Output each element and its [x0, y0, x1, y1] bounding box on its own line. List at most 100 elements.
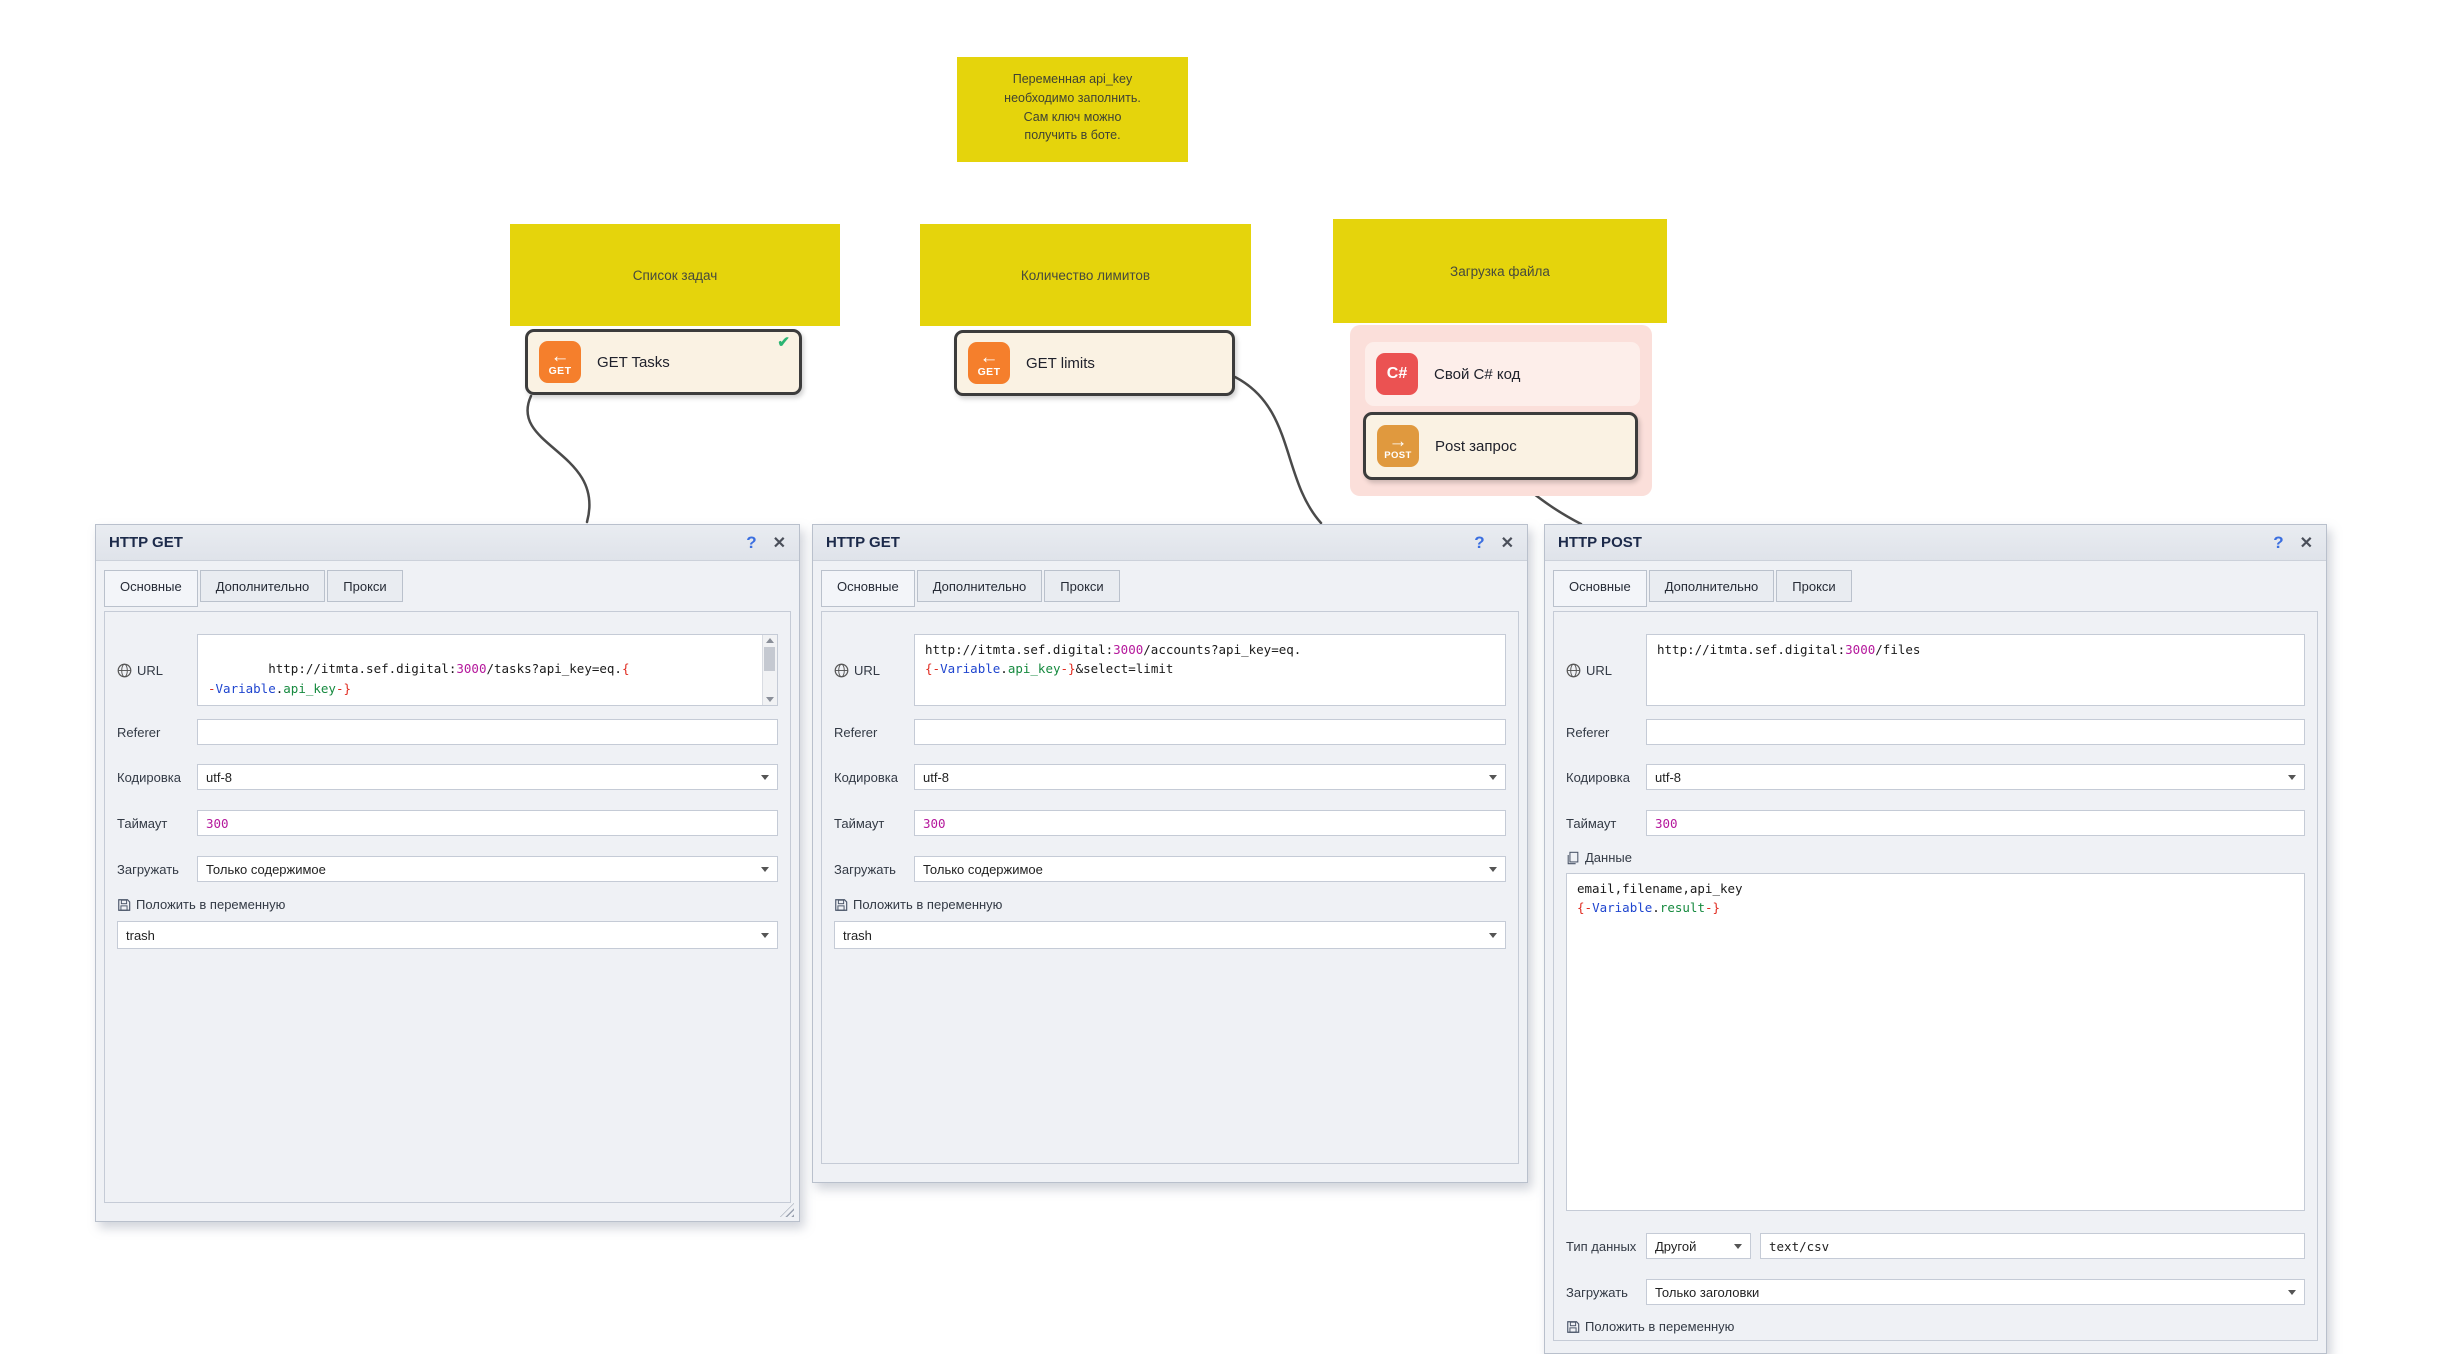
- chevron-down-icon: [761, 932, 769, 938]
- group-header-file-upload[interactable]: Загрузка файла: [1333, 219, 1667, 323]
- url-label: URL: [834, 663, 914, 678]
- chevron-down-icon: [1734, 1243, 1742, 1249]
- save-icon: [118, 898, 131, 911]
- post-data-label: Данные: [1566, 850, 2305, 865]
- tab-strip: Основные Дополнительно Прокси: [96, 561, 799, 611]
- block-label: GET Tasks: [597, 353, 670, 371]
- put-variable-label: Положить в переменную: [117, 897, 778, 912]
- help-button[interactable]: ?: [1474, 532, 1485, 552]
- timeout-label: Таймаут: [1566, 815, 1617, 831]
- timeout-label: Таймаут: [834, 815, 885, 831]
- load-mode-label: Загружать: [834, 861, 896, 877]
- wire-get-tasks-to-panel1: [526, 394, 591, 524]
- load-mode-label: Загружать: [1566, 1284, 1628, 1300]
- tab-content: URL http://itmta.sef.digital:3000/tasks?…: [104, 611, 791, 1203]
- globe-icon: [1566, 663, 1581, 677]
- dialog-titlebar[interactable]: HTTP GET ? ✕: [813, 525, 1527, 561]
- action-block-post-request[interactable]: → POST Post запрос: [1363, 412, 1638, 480]
- tab-main[interactable]: Основные: [104, 570, 198, 607]
- encoding-select[interactable]: utf-8: [1646, 764, 2305, 790]
- url-label: URL: [117, 663, 197, 678]
- tab-advanced[interactable]: Дополнительно: [199, 570, 326, 602]
- dialog-title: HTTP POST: [1558, 534, 1642, 551]
- encoding-label: Кодировка: [117, 769, 181, 785]
- group-header-task-list[interactable]: Список задач: [510, 224, 840, 326]
- close-button[interactable]: ✕: [2299, 534, 2313, 552]
- referer-input[interactable]: [914, 719, 1506, 745]
- help-button[interactable]: ?: [2273, 532, 2284, 552]
- encoding-select[interactable]: utf-8: [197, 764, 778, 790]
- close-button[interactable]: ✕: [772, 534, 786, 552]
- dialog-http-get-2: HTTP GET ? ✕ Основные Дополнительно Прок…: [812, 524, 1528, 1183]
- timeout-input[interactable]: 300: [1646, 810, 2305, 836]
- tab-proxy[interactable]: Прокси: [1044, 570, 1120, 602]
- timeout-input[interactable]: 300: [914, 810, 1506, 836]
- referer-input[interactable]: [1646, 719, 2305, 745]
- load-mode-select[interactable]: Только содержимое: [197, 856, 778, 882]
- tab-content: URL http://itmta.sef.digital:3000/accoun…: [821, 611, 1519, 1164]
- pages-icon: [1567, 851, 1579, 864]
- referer-input[interactable]: [197, 719, 778, 745]
- action-block-get-tasks[interactable]: ← GET GET Tasks ✔: [525, 329, 802, 395]
- data-type-select[interactable]: Другой: [1646, 1233, 1751, 1259]
- load-mode-select[interactable]: Только заголовки: [1646, 1279, 2305, 1305]
- tab-proxy[interactable]: Прокси: [327, 570, 403, 602]
- url-input[interactable]: http://itmta.sef.digital:3000/files: [1646, 634, 2305, 706]
- tab-advanced[interactable]: Дополнительно: [1648, 570, 1775, 602]
- timeout-label: Таймаут: [117, 815, 168, 831]
- timeout-input[interactable]: 300: [197, 810, 778, 836]
- help-button[interactable]: ?: [746, 532, 757, 552]
- tab-proxy[interactable]: Прокси: [1776, 570, 1852, 602]
- mime-type-input[interactable]: text/csv: [1760, 1233, 2305, 1259]
- url-input[interactable]: http://itmta.sef.digital:3000/accounts?a…: [914, 634, 1506, 706]
- scroll-down-icon[interactable]: [766, 697, 774, 702]
- load-mode-label: Загружать: [117, 861, 179, 877]
- chevron-down-icon: [2288, 1289, 2296, 1295]
- put-variable-select[interactable]: trash: [834, 921, 1506, 949]
- tab-advanced[interactable]: Дополнительно: [916, 570, 1043, 602]
- save-icon: [1567, 1320, 1580, 1333]
- wire-get-limits-to-panel2: [1233, 375, 1323, 525]
- action-block-csharp[interactable]: C# Свой C# код: [1365, 342, 1640, 406]
- dialog-title: HTTP GET: [109, 534, 183, 551]
- chevron-down-icon: [1489, 932, 1497, 938]
- chevron-down-icon: [1489, 774, 1497, 780]
- put-variable-label: Положить в переменную: [1566, 1319, 2305, 1334]
- resize-grip[interactable]: [780, 1203, 794, 1217]
- encoding-label: Кодировка: [834, 769, 898, 785]
- referer-label: Referer: [1566, 724, 1610, 740]
- csharp-icon: C#: [1376, 353, 1418, 395]
- encoding-label: Кодировка: [1566, 769, 1630, 785]
- tab-strip: Основные Дополнительно Прокси: [1545, 561, 2326, 611]
- url-input[interactable]: http://itmta.sef.digital:3000/tasks?api_…: [197, 634, 778, 706]
- referer-label: Referer: [117, 724, 161, 740]
- put-variable-select[interactable]: trash: [117, 921, 778, 949]
- chevron-down-icon: [1489, 866, 1497, 872]
- chevron-down-icon: [761, 774, 769, 780]
- data-type-label: Тип данных: [1566, 1238, 1637, 1254]
- action-block-get-limits[interactable]: ← GET GET limits: [954, 330, 1235, 396]
- tab-strip: Основные Дополнительно Прокси: [813, 561, 1527, 611]
- tab-main[interactable]: Основные: [821, 570, 915, 607]
- http-get-icon: ← GET: [968, 342, 1010, 384]
- tab-content: URL http://itmta.sef.digital:3000/files …: [1553, 611, 2318, 1341]
- scroll-thumb[interactable]: [764, 647, 775, 671]
- group-title: Количество лимитов: [1020, 267, 1151, 283]
- block-label: Post запрос: [1435, 437, 1517, 455]
- group-title: Список задач: [632, 267, 718, 283]
- sticky-note[interactable]: Переменная api_key необходимо заполнить.…: [957, 57, 1188, 162]
- dialog-http-get-1: HTTP GET ? ✕ Основные Дополнительно Прок…: [95, 524, 800, 1222]
- chevron-down-icon: [2288, 774, 2296, 780]
- scroll-up-icon[interactable]: [766, 638, 774, 643]
- chevron-down-icon: [761, 866, 769, 872]
- post-data-input[interactable]: email,filename,api_key {-Variable.result…: [1566, 873, 2305, 1211]
- http-get-icon: ← GET: [539, 341, 581, 383]
- referer-label: Referer: [834, 724, 878, 740]
- tab-main[interactable]: Основные: [1553, 570, 1647, 607]
- close-button[interactable]: ✕: [1500, 534, 1514, 552]
- encoding-select[interactable]: utf-8: [914, 764, 1506, 790]
- dialog-titlebar[interactable]: HTTP GET ? ✕: [96, 525, 799, 561]
- group-header-limits[interactable]: Количество лимитов: [920, 224, 1251, 326]
- dialog-titlebar[interactable]: HTTP POST ? ✕: [1545, 525, 2326, 561]
- load-mode-select[interactable]: Только содержимое: [914, 856, 1506, 882]
